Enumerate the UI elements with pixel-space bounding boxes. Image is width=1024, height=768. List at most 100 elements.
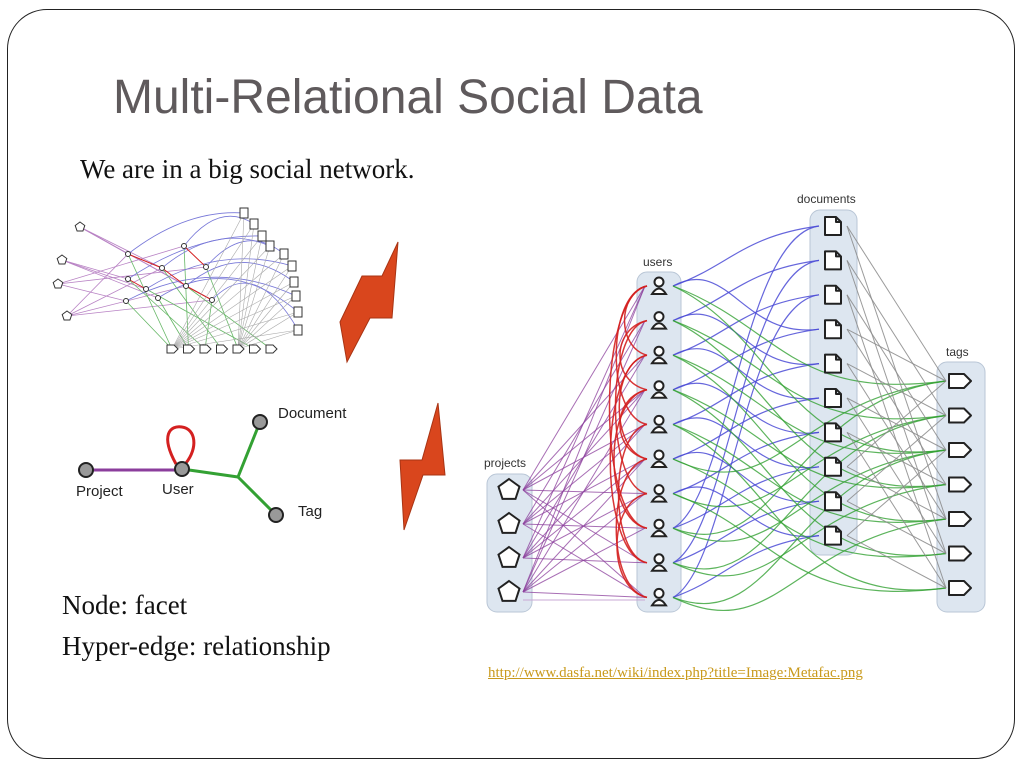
document-icon xyxy=(824,284,842,305)
user-tag-edge xyxy=(672,354,947,522)
user-document-edge xyxy=(672,259,820,322)
thumb-document-node xyxy=(279,248,289,260)
thumb-edge xyxy=(237,245,271,350)
thumb-edge xyxy=(157,297,189,350)
tag-icon xyxy=(948,407,972,424)
user-head-icon xyxy=(653,380,665,392)
tag-icon xyxy=(948,442,972,458)
thumb-edge xyxy=(161,237,271,269)
thumb-edge xyxy=(185,262,295,287)
tag-icon xyxy=(948,545,972,562)
user-head-icon xyxy=(653,587,665,599)
document-tag-edge xyxy=(846,500,947,554)
user-tag-edge xyxy=(672,380,947,473)
user-user-edge xyxy=(619,319,648,391)
thumb-edge xyxy=(237,235,263,350)
user-head-icon xyxy=(653,345,665,357)
thumb-edge xyxy=(127,278,147,290)
document-tag-edge xyxy=(846,260,947,416)
caption-hyperedge: Hyper-edge: relationship xyxy=(62,631,331,661)
user-user-edge xyxy=(613,389,648,529)
project-user-edge xyxy=(522,527,646,593)
document-tag-edge xyxy=(846,449,947,536)
thumb-document-node xyxy=(289,276,299,288)
lightning-arrow-upper xyxy=(339,241,399,364)
thumb-edge xyxy=(171,245,271,350)
document-tag-edge xyxy=(846,328,947,485)
thumb-edge xyxy=(127,253,163,269)
thumb-user-node xyxy=(209,297,215,303)
thumb-project-node xyxy=(61,310,73,321)
user-self-loop-edge xyxy=(166,425,196,465)
user-head-icon xyxy=(653,311,665,323)
document-tag-edge xyxy=(846,415,947,502)
document-icon xyxy=(824,422,842,443)
thumb-document-node xyxy=(291,290,301,302)
user-head-icon xyxy=(653,553,665,565)
user-document-edge xyxy=(672,348,820,400)
network-edges xyxy=(522,225,947,611)
user-tag-edge xyxy=(672,320,947,420)
user-body-icon xyxy=(650,495,668,503)
thumb-user-node xyxy=(181,243,187,249)
thumb-tag-node xyxy=(183,344,196,354)
project-user-edge xyxy=(522,424,646,525)
user-document-edge xyxy=(672,294,820,356)
user-body-icon xyxy=(650,598,668,607)
thumb-edge xyxy=(127,253,173,350)
user-document-edge xyxy=(672,225,820,287)
hyperedge-document-branch xyxy=(236,421,262,478)
thumb-edge xyxy=(171,253,285,350)
thumb-edge xyxy=(171,329,299,350)
user-node xyxy=(650,587,668,607)
thumb-edge xyxy=(57,283,127,302)
document-tag-edge xyxy=(846,380,947,468)
source-link[interactable]: http://www.dasfa.net/wiki/index.php?titl… xyxy=(488,665,863,681)
user-body-icon xyxy=(650,287,668,295)
users-column xyxy=(636,271,682,613)
thumb-edge xyxy=(125,300,173,350)
user-user-edge xyxy=(609,354,648,564)
document-icon xyxy=(824,353,842,374)
thumb-edge xyxy=(66,253,129,317)
thumb-document-node xyxy=(293,306,303,318)
thumb-project-node xyxy=(74,221,86,232)
thumb-edge xyxy=(237,253,285,350)
thumb-document-node xyxy=(265,240,275,252)
tag-node-label: Tag xyxy=(298,503,322,520)
thumb-document-node xyxy=(287,260,297,272)
thumb-edge xyxy=(171,281,295,350)
thumb-edge xyxy=(205,240,285,268)
document-tag-edge xyxy=(846,328,947,382)
user-node xyxy=(650,345,668,365)
thumb-edge xyxy=(205,266,239,350)
document-icon xyxy=(824,250,842,271)
user-document-edge xyxy=(672,278,820,331)
thumb-edge xyxy=(185,285,272,350)
thumb-edge xyxy=(183,245,207,268)
document-tag-edge xyxy=(846,535,947,589)
user-tag-edge xyxy=(672,285,947,453)
document-node xyxy=(252,414,268,430)
user-tag-edge xyxy=(672,354,947,454)
hyperedge-tag-branch xyxy=(236,475,278,517)
thumb-edge xyxy=(57,266,207,285)
user-head-icon xyxy=(653,484,665,496)
document-tag-edge xyxy=(846,363,947,520)
user-document-edge xyxy=(672,382,820,434)
project-user-edge xyxy=(522,591,646,598)
slide-subtitle: We are in a big social network. xyxy=(80,154,415,184)
user-body-icon xyxy=(650,460,668,468)
thumb-edge xyxy=(185,285,213,301)
user-user-edge xyxy=(615,458,648,599)
thumb-tag-node xyxy=(265,344,278,354)
thumb-edge xyxy=(171,235,263,350)
user-user-edge xyxy=(619,389,648,460)
thumb-edge xyxy=(57,245,185,285)
thumb-user-node xyxy=(125,251,131,257)
user-tag-edge xyxy=(672,320,947,487)
user-user-edge xyxy=(617,423,648,564)
thumb-edge xyxy=(127,235,263,280)
user-body-icon xyxy=(650,391,668,399)
thumb-tag-node xyxy=(166,344,179,354)
